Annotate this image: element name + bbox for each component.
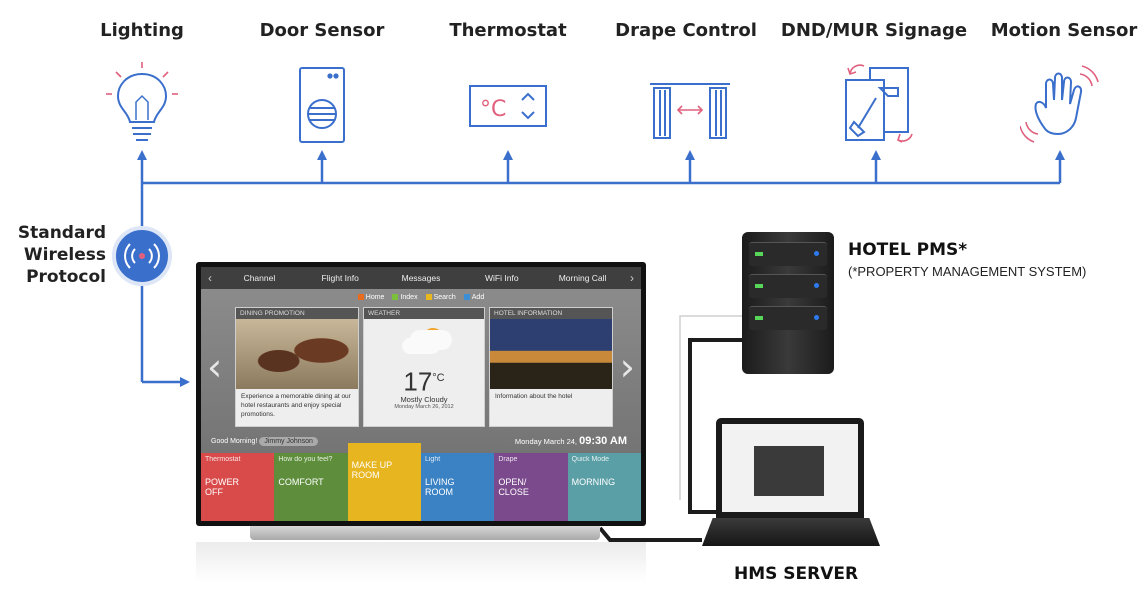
device-label-drape-control: Drape Control <box>615 20 757 41</box>
city-image <box>490 319 612 389</box>
dining-panel-text: Experience a memorable dining at our hot… <box>241 393 351 418</box>
tile-value: POWER OFF <box>205 477 240 497</box>
protocol-label-line-1: Standard <box>17 223 106 243</box>
protocol-label-line-3: Protocol <box>26 267 106 287</box>
hms-server-label: HMS SERVER <box>734 564 859 584</box>
floor-map <box>754 446 824 496</box>
tile-label: Thermostat <box>205 456 241 463</box>
chevron-left-icon[interactable]: ‹ <box>208 271 212 285</box>
tile-label: Quick Mode <box>571 456 609 463</box>
weather-panel-title: WEATHER <box>364 308 484 319</box>
server-rack <box>749 242 827 266</box>
tv-time: 09:30 AM <box>579 435 627 447</box>
laptop-icon <box>716 418 864 518</box>
tv-nav-morning-call[interactable]: Morning Call <box>558 273 607 283</box>
tv-date: Monday March 24, <box>514 437 578 446</box>
tv-datetime: Monday March 24, 09:30 AM <box>515 435 627 447</box>
tv-subnav: Home Index Search Add <box>201 294 641 301</box>
motion-hand-icon <box>1019 60 1100 150</box>
tv-subnav-search[interactable]: Search <box>426 294 456 301</box>
hotel-pms-title: HOTEL PMS* <box>848 240 968 260</box>
tv-nav-messages[interactable]: Messages <box>401 273 441 283</box>
food-image <box>236 319 358 389</box>
tile-value: OPEN/ CLOSE <box>498 477 529 497</box>
light-bulb-icon <box>102 60 182 150</box>
tv-subnav-home[interactable]: Home <box>358 294 385 301</box>
drape-icon <box>650 60 730 150</box>
hotel-tv: ‹ Channel Flight Info Messages WiFi Info… <box>196 262 646 526</box>
tile-value: MAKE UP ROOM <box>351 460 393 480</box>
tv-nav-flight-info[interactable]: Flight Info <box>321 273 359 283</box>
device-label-motion-sensor: Motion Sensor <box>990 20 1138 41</box>
tv-reflection <box>196 542 646 582</box>
signage-icon <box>836 60 916 150</box>
greeting-text: Good Morning! <box>211 438 258 445</box>
tv-prev-arrow-icon[interactable]: ‹ <box>207 345 223 389</box>
dining-panel-title: DINING PROMOTION <box>236 308 358 319</box>
device-label-thermostat: Thermostat <box>449 20 567 41</box>
tile-value: MORNING <box>571 477 616 487</box>
tile-make-up-room[interactable]: MAKE UP ROOM <box>347 443 421 521</box>
greeting: Good Morning!Jimmy Johnson <box>211 437 318 446</box>
tile-label: How do you feel? <box>278 456 333 463</box>
tile-label: Drape <box>498 456 518 463</box>
hotel-info-panel-title: HOTEL INFORMATION <box>490 308 612 319</box>
protocol-label-line-2: Wireless <box>23 245 106 265</box>
weather-panel[interactable]: WEATHER 17°C Mostly Cloudy Monday March … <box>363 307 485 427</box>
weather-temp-unit: °C <box>432 372 445 384</box>
laptop-base <box>702 518 880 546</box>
weather-temp-value: 17 <box>403 366 433 397</box>
weather-temperature: 17°C <box>364 365 484 395</box>
tile-value: COMFORT <box>278 477 324 487</box>
tv-subnav-index[interactable]: Index <box>392 294 417 301</box>
wireless-signal-icon <box>112 226 172 286</box>
device-label-door-sensor: Door Sensor <box>259 20 385 41</box>
tv-subnav-add[interactable]: Add <box>464 294 484 301</box>
dining-panel[interactable]: DINING PROMOTION Experience a memorable … <box>235 307 359 427</box>
hotel-info-panel-text: Information about the hotel <box>495 393 573 400</box>
tv-nav-channel[interactable]: Channel <box>243 273 276 283</box>
tile-comfort[interactable]: How do you feel? COMFORT <box>274 453 348 521</box>
hotel-info-panel[interactable]: HOTEL INFORMATION Information about the … <box>489 307 613 427</box>
protocol-label: Standard Wireless Protocol <box>6 222 106 288</box>
server-tower-icon <box>742 232 834 374</box>
tile-value: LIVING ROOM <box>424 477 455 497</box>
chevron-right-icon[interactable]: › <box>629 271 634 285</box>
svg-text:°C: °C <box>480 97 506 122</box>
cloud-icon <box>402 338 440 354</box>
server-rack <box>749 306 827 330</box>
weather-description: Mostly Cloudy <box>400 394 448 404</box>
tv-nav-wifi-info[interactable]: WiFi Info <box>485 273 519 283</box>
thermostat-icon: °C <box>468 60 548 150</box>
tile-label: Light <box>424 456 441 463</box>
weather-date: Monday March 26, 2012 <box>394 403 454 410</box>
hotel-pms-subtitle: (*PROPERTY MANAGEMENT SYSTEM) <box>848 264 1087 279</box>
laptop-display <box>722 424 858 512</box>
guest-name: Jimmy Johnson <box>259 437 318 446</box>
tv-nav-bar: ‹ Channel Flight Info Messages WiFi Info… <box>201 267 641 289</box>
tv-next-arrow-icon[interactable]: › <box>619 345 635 389</box>
server-rack <box>749 274 827 298</box>
tv-stand <box>250 526 600 540</box>
device-label-signage: DND/MUR Signage <box>780 20 968 41</box>
door-sensor-icon <box>282 60 362 150</box>
tv-screen: ‹ Channel Flight Info Messages WiFi Info… <box>201 267 641 521</box>
device-label-lighting: Lighting <box>100 20 184 41</box>
